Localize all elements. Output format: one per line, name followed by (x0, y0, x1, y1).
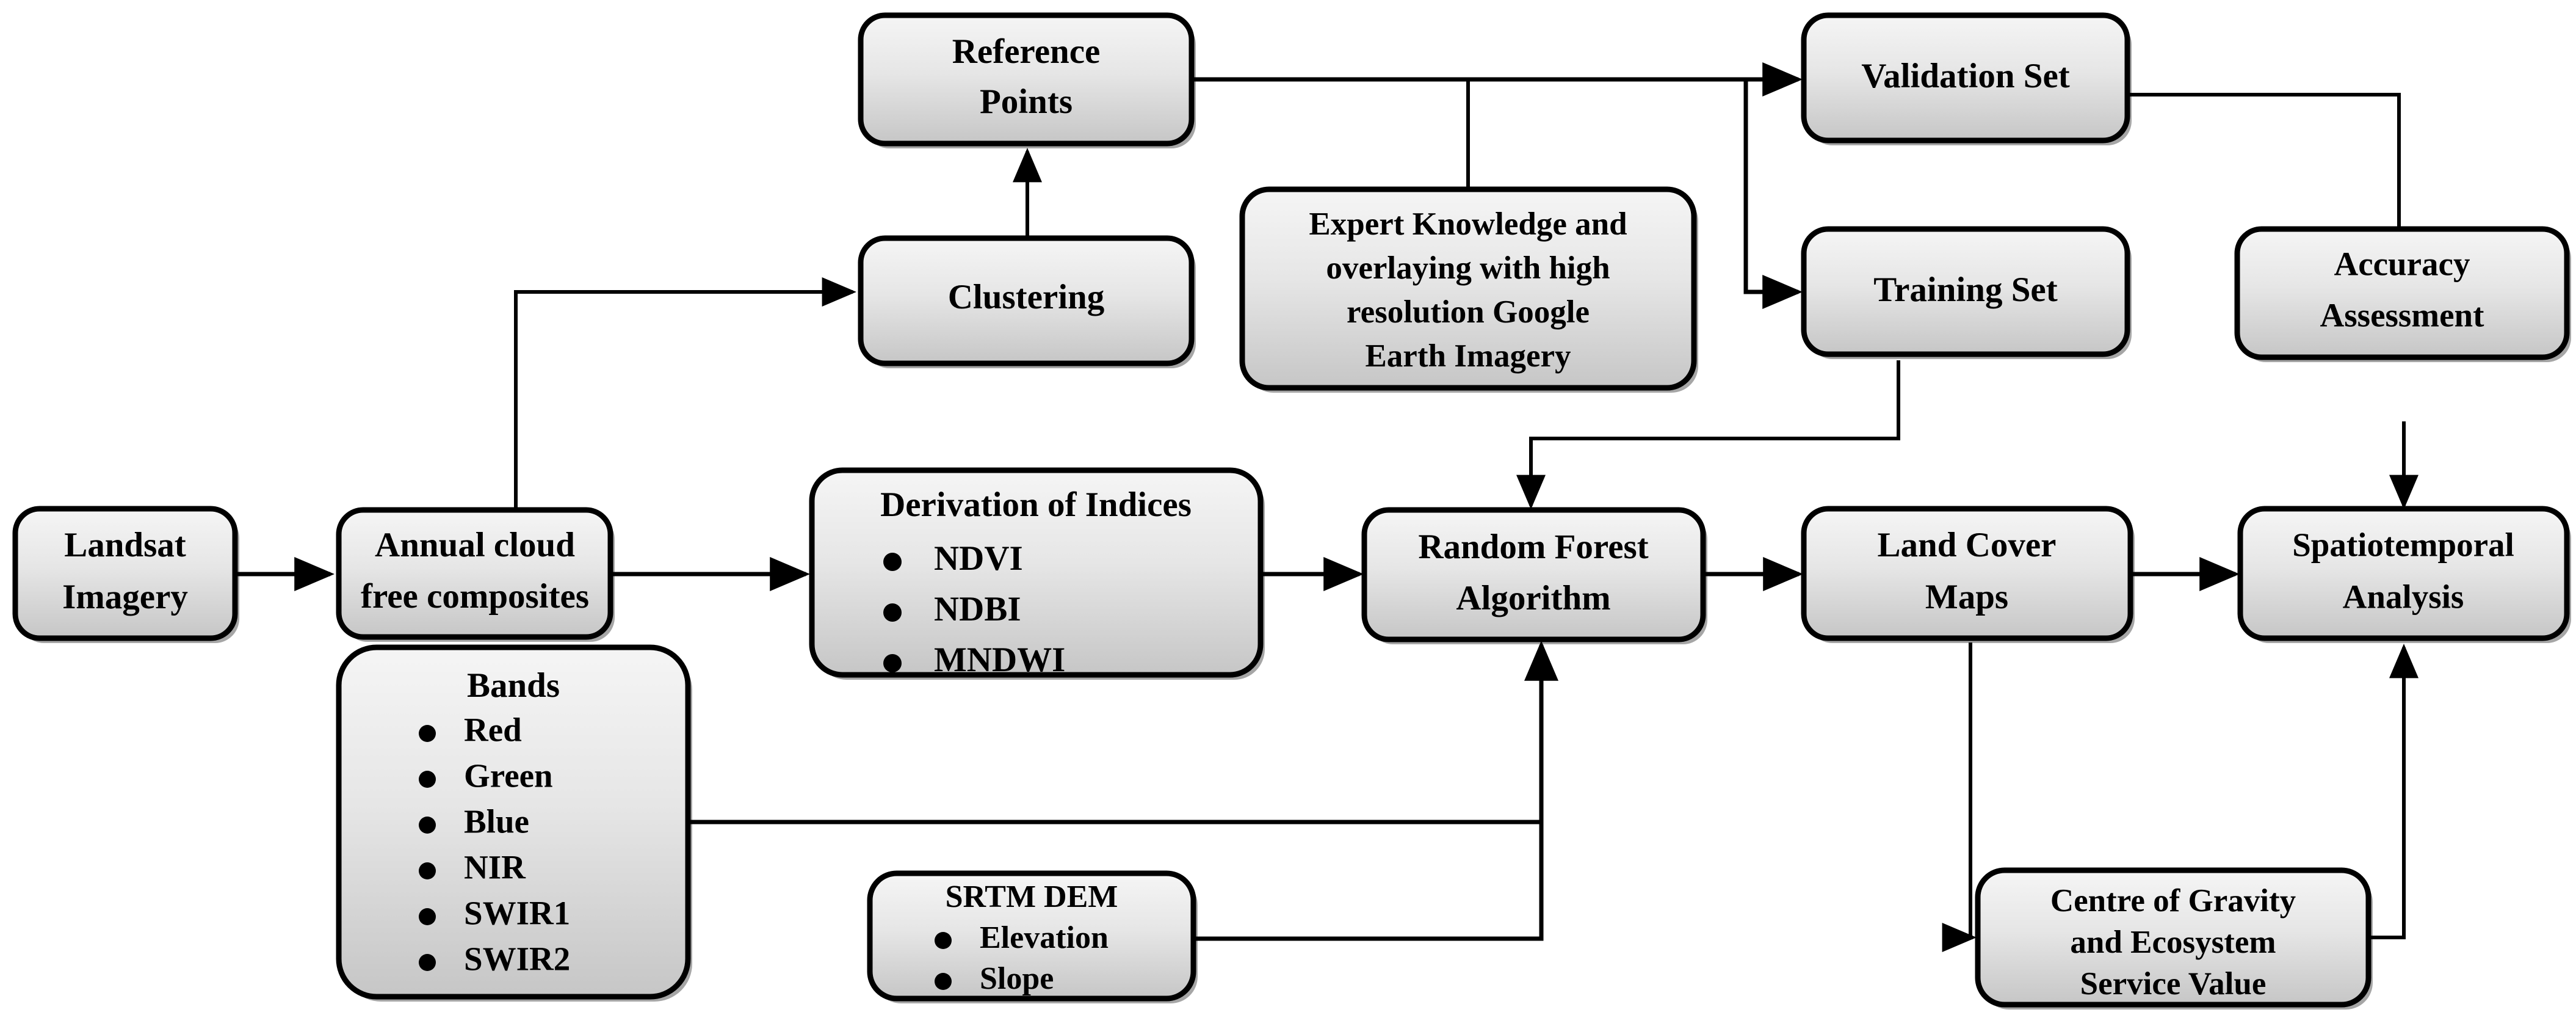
bullet-icon (419, 725, 436, 742)
bullet-icon (935, 932, 952, 949)
bullet-icon (419, 908, 436, 925)
edge-training-to-random-forest (1516, 360, 1900, 510)
node-landsat-imagery[interactable]: Landsat Imagery (12, 506, 239, 643)
node-layer: Landsat Imagery Bands Red Green Blue NIR… (12, 12, 2571, 1010)
node-clustering-label: Clustering (948, 278, 1105, 316)
node-bands-heading: Bands (467, 666, 560, 705)
edge-centre-gravity-to-spatiotemporal (2368, 643, 2419, 939)
node-validation-set-label: Validation Set (1861, 57, 2070, 95)
node-spatiotemporal-analysis-line1: Spatiotemporal (2292, 526, 2514, 564)
node-landsat-imagery-line1: Landsat (64, 526, 186, 564)
node-derivation-indices-item-0: NDVI (934, 539, 1023, 578)
node-srtm-dem[interactable]: SRTM DEM Elevation Slope (867, 870, 1198, 1003)
edge-composites-to-clustering (514, 277, 857, 525)
node-clustering[interactable]: Clustering (858, 235, 1196, 368)
node-centre-of-gravity-line2: and Ecosystem (2070, 925, 2276, 960)
node-validation-set[interactable]: Validation Set (1801, 12, 2132, 145)
node-accuracy-assessment-line2: Assessment (2320, 297, 2485, 334)
edge-reference-points-to-training (1743, 79, 1803, 309)
bullet-icon (419, 954, 436, 971)
node-bands[interactable]: Bands Red Green Blue NIR SWIR1 SWIR2 (336, 644, 692, 1002)
node-centre-of-gravity[interactable]: Centre of Gravity and Ecosystem Service … (1975, 867, 2373, 1010)
edge-validation-to-accuracy (2128, 93, 2414, 296)
node-reference-points-line2: Points (980, 82, 1073, 121)
bullet-icon (883, 603, 902, 622)
node-bands-item-0: Red (464, 711, 522, 749)
node-srtm-dem-item-1: Slope (980, 961, 1054, 996)
node-srtm-dem-item-0: Elevation (980, 920, 1109, 955)
node-annual-composites-line2: free composites (361, 577, 589, 616)
node-accuracy-assessment-line1: Accuracy (2334, 246, 2470, 283)
node-centre-of-gravity-line3: Service Value (2080, 966, 2267, 1002)
edge-layer (235, 62, 2419, 952)
node-spatiotemporal-analysis[interactable]: Spatiotemporal Analysis (2237, 506, 2571, 643)
node-land-cover-maps-line1: Land Cover (1878, 526, 2057, 564)
bullet-icon (419, 862, 436, 879)
edge-srtm-to-random-forest (1193, 822, 1544, 941)
node-derivation-indices[interactable]: Derivation of Indices NDVI NDBI MNDWI (809, 467, 1265, 680)
node-reference-points-line1: Reference (952, 32, 1101, 71)
node-expert-knowledge-line1: Expert Knowledge and (1309, 206, 1627, 242)
edge-land-cover-to-centre-gravity (1942, 642, 1977, 952)
node-annual-composites-line1: Annual cloud (375, 526, 575, 564)
node-random-forest-line1: Random Forest (1418, 528, 1648, 566)
node-expert-knowledge[interactable]: Expert Knowledge and overlaying with hig… (1239, 186, 1698, 393)
node-training-set[interactable]: Training Set (1801, 226, 2132, 359)
node-training-set-label: Training Set (1873, 271, 2057, 309)
node-bands-item-3: NIR (464, 849, 526, 886)
bullet-icon (883, 553, 902, 571)
node-reference-points[interactable]: Reference Points (858, 12, 1196, 148)
node-derivation-indices-item-2: MNDWI (934, 641, 1065, 679)
node-landsat-imagery-line2: Imagery (62, 578, 188, 616)
node-accuracy-assessment[interactable]: Accuracy Assessment (2234, 226, 2571, 362)
node-derivation-indices-heading: Derivation of Indices (880, 486, 1192, 524)
bullet-icon (419, 817, 436, 834)
node-land-cover-maps[interactable]: Land Cover Maps (1801, 506, 2135, 643)
node-bands-item-5: SWIR2 (464, 941, 570, 978)
node-expert-knowledge-line2: overlaying with high (1326, 250, 1610, 286)
node-bands-item-2: Blue (464, 803, 529, 840)
node-derivation-indices-item-1: NDBI (934, 590, 1021, 628)
node-centre-of-gravity-line1: Centre of Gravity (2050, 883, 2296, 919)
node-bands-item-4: SWIR1 (464, 895, 570, 932)
bullet-icon (419, 771, 436, 788)
node-land-cover-maps-line2: Maps (1925, 578, 2008, 616)
node-random-forest[interactable]: Random Forest Algorithm (1361, 507, 1707, 644)
node-spatiotemporal-analysis-line2: Analysis (2343, 578, 2464, 616)
node-expert-knowledge-line4: Earth Imagery (1365, 338, 1571, 374)
bullet-icon (935, 973, 952, 990)
node-random-forest-line2: Algorithm (1456, 579, 1610, 617)
bullet-icon (883, 654, 902, 672)
node-annual-composites[interactable]: Annual cloud free composites (336, 507, 615, 642)
node-bands-item-1: Green (464, 757, 553, 795)
node-expert-knowledge-line3: resolution Google (1347, 294, 1590, 330)
node-srtm-dem-heading: SRTM DEM (946, 879, 1118, 914)
